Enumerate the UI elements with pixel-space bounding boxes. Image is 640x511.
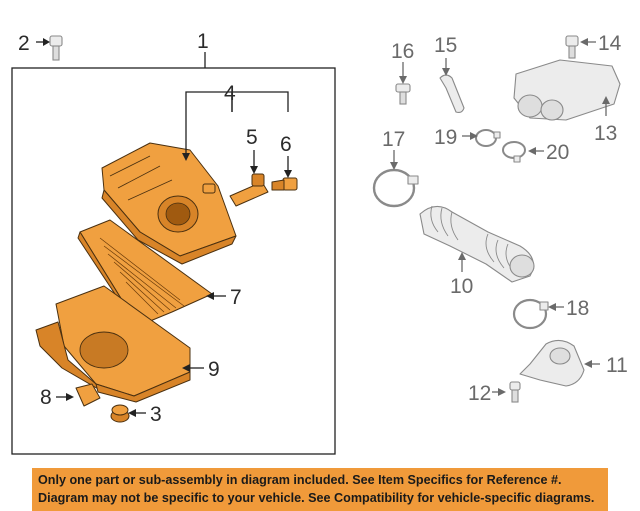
callout-4: 4 (224, 82, 236, 105)
screw-6-icon (271, 177, 298, 191)
callout-12: 12 (468, 382, 491, 405)
air-cleaner-cover-4 (101, 142, 237, 265)
callout-15: 15 (434, 34, 457, 57)
arrow-6 (284, 170, 292, 178)
clamp-20-icon (502, 141, 526, 163)
arrow-7 (206, 292, 214, 300)
arrow-8 (66, 393, 74, 401)
arrow-13 (602, 96, 610, 104)
bracket-8-icon (75, 383, 101, 407)
bolt-2-icon (49, 35, 63, 61)
arrow-15 (442, 68, 450, 76)
clamp-19-icon (475, 129, 501, 147)
callout-10: 10 (450, 275, 473, 298)
duct-11-icon (519, 339, 585, 387)
callout-6: 6 (280, 133, 292, 156)
clamp-17-icon (372, 168, 419, 208)
callout-20: 20 (546, 141, 569, 164)
callout-13: 13 (594, 122, 617, 145)
callout-7: 7 (230, 286, 242, 309)
arrow-20 (528, 147, 536, 155)
arrow-18 (548, 303, 556, 311)
callout-5: 5 (246, 126, 258, 149)
callout-16: 16 (391, 40, 414, 63)
disclaimer-line-1: Only one part or sub-assembly in diagram… (38, 473, 562, 487)
callout-9: 9 (208, 358, 220, 381)
callout-3: 3 (150, 403, 162, 426)
leader-4-top (231, 91, 289, 112)
bolt-16-icon (395, 83, 411, 105)
leader-4-left (185, 91, 232, 155)
grommet-3-icon (110, 404, 130, 423)
arrow-5 (250, 166, 258, 174)
strap-15-icon (439, 74, 465, 114)
air-cleaner-case-9 (35, 285, 191, 403)
callout-19: 19 (434, 126, 457, 149)
arrow-14 (580, 38, 588, 46)
arrow-12 (498, 388, 506, 396)
intake-hose-10 (419, 205, 535, 283)
resonator-13-icon (513, 59, 621, 121)
arrow-4 (182, 153, 190, 161)
callout-17: 17 (382, 128, 405, 151)
arrow-3 (128, 409, 136, 417)
arrow-10 (458, 252, 466, 260)
sensor-5-icon (229, 173, 269, 207)
callout-11: 11 (606, 354, 628, 377)
arrow-2 (43, 38, 50, 46)
callout-1: 1 (197, 30, 209, 53)
arrow-17 (390, 162, 398, 170)
arrow-19 (470, 132, 478, 140)
bolt-14-icon (565, 35, 579, 59)
arrow-16 (399, 76, 407, 84)
callout-14: 14 (598, 32, 622, 55)
callout-18: 18 (566, 297, 589, 320)
assembly-frame (11, 67, 336, 455)
disclaimer-banner: Only one part or sub-assembly in diagram… (32, 468, 608, 511)
arrow-11 (584, 360, 592, 368)
bolt-12-icon (509, 381, 521, 403)
callout-8: 8 (40, 386, 52, 409)
disclaimer-line-2: Diagram may not be specific to your vehi… (38, 491, 595, 505)
clamp-18-icon (512, 298, 549, 330)
callout-2: 2 (18, 32, 30, 55)
arrow-9 (182, 364, 190, 372)
